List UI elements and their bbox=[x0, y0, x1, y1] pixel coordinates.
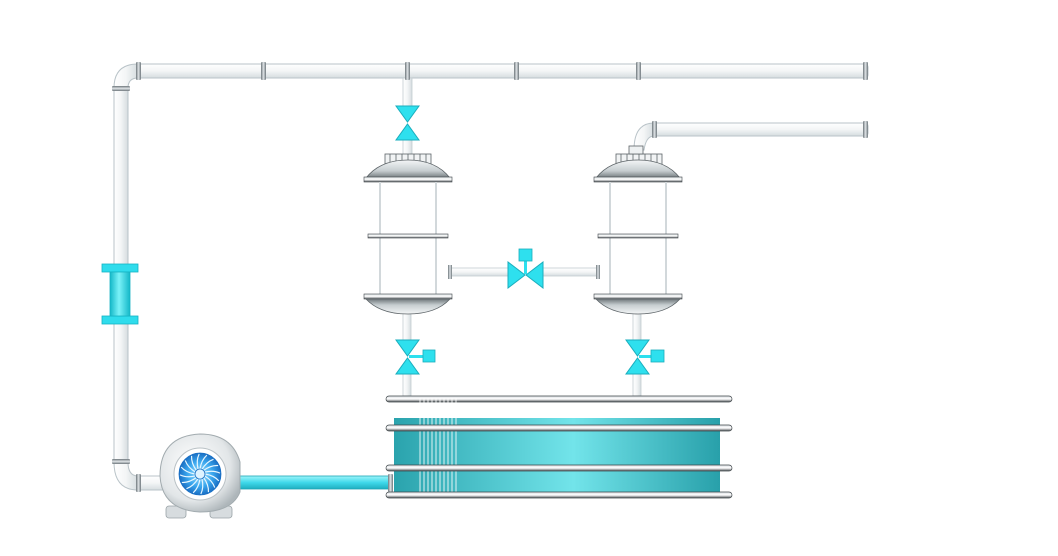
left-tank-feed-pipe bbox=[402, 371, 412, 397]
impeller-vane bbox=[196, 453, 200, 470]
impeller-vane bbox=[203, 477, 210, 493]
actuated-valve-icon[interactable] bbox=[395, 339, 436, 375]
impeller-vane bbox=[200, 478, 204, 495]
left-vessel-drain-pipe bbox=[402, 311, 412, 345]
actuated-valve-icon[interactable] bbox=[507, 248, 544, 290]
gate-valve-icon[interactable] bbox=[395, 105, 420, 141]
impeller-vane bbox=[186, 478, 199, 490]
pipe-elbow-top-left bbox=[113, 63, 139, 89]
impeller-vane bbox=[201, 458, 214, 470]
right-outlet-pipe bbox=[653, 122, 869, 137]
cross-pipe-right bbox=[541, 267, 599, 277]
impeller-vane bbox=[181, 477, 197, 484]
flange bbox=[863, 121, 868, 138]
column-vessel-icon[interactable] bbox=[593, 145, 683, 315]
flange bbox=[136, 474, 141, 492]
impeller-vane bbox=[204, 475, 216, 488]
flange bbox=[863, 62, 868, 80]
pipe-elbow-bottom-left bbox=[113, 461, 139, 491]
impeller-vane bbox=[199, 454, 208, 470]
top-header-pipe bbox=[137, 63, 869, 79]
flange bbox=[136, 62, 141, 80]
flow-meter-icon[interactable] bbox=[101, 263, 139, 325]
centrifugal-pump-icon[interactable] bbox=[159, 433, 241, 519]
flange bbox=[405, 62, 410, 80]
flange bbox=[448, 265, 452, 279]
flange bbox=[636, 62, 641, 80]
impeller-vane bbox=[190, 455, 197, 471]
flange bbox=[596, 265, 600, 279]
impeller-vane bbox=[184, 460, 196, 473]
flange bbox=[514, 62, 519, 80]
impeller-vane bbox=[180, 466, 196, 475]
right-vessel-drain-pipe bbox=[632, 311, 642, 345]
impeller-vane bbox=[179, 474, 196, 478]
flange bbox=[652, 121, 657, 138]
pipe-flanges bbox=[112, 62, 868, 492]
column-vessel-icon[interactable] bbox=[363, 153, 453, 315]
right-tank-feed-pipe bbox=[632, 371, 642, 397]
cross-pipe-left bbox=[449, 267, 511, 277]
impeller-vane bbox=[192, 478, 201, 494]
flange bbox=[112, 459, 130, 464]
flange bbox=[112, 86, 130, 91]
flange bbox=[388, 474, 393, 492]
flange bbox=[261, 62, 266, 80]
impeller-vane bbox=[204, 473, 220, 482]
impeller-vanes bbox=[179, 453, 221, 495]
impeller-vane bbox=[203, 464, 219, 471]
left-vessel-feed-pipe bbox=[402, 77, 413, 109]
impeller-vane bbox=[204, 470, 221, 474]
actuated-valve-icon[interactable] bbox=[625, 339, 665, 375]
storage-tank-icon[interactable] bbox=[385, 395, 733, 499]
pump-discharge-pipe bbox=[235, 475, 393, 490]
